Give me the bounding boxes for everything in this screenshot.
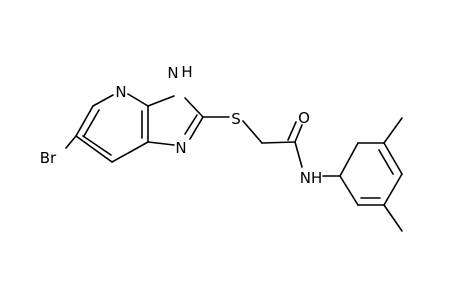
bond bbox=[92, 94, 114, 107]
bond bbox=[383, 204, 403, 232]
bond bbox=[82, 135, 112, 156]
bond bbox=[287, 121, 297, 141]
bond bbox=[127, 93, 149, 107]
bond bbox=[147, 141, 175, 146]
atom-label-nh-amide: NH bbox=[300, 169, 323, 187]
bond bbox=[294, 124, 303, 143]
atom-label-s: S bbox=[231, 110, 241, 128]
bond bbox=[339, 175, 359, 206]
bond bbox=[339, 142, 359, 177]
atom-label-o: O bbox=[298, 109, 310, 127]
atom-label-nh-ring-n: N bbox=[167, 64, 178, 82]
bond bbox=[184, 114, 198, 135]
bond bbox=[147, 95, 175, 107]
bond bbox=[111, 141, 149, 163]
bond bbox=[242, 120, 263, 144]
atom-label-nh-ring-h: H bbox=[181, 63, 192, 81]
bond bbox=[383, 173, 403, 206]
bond bbox=[189, 116, 204, 140]
atom-label-n-pyridine: N bbox=[115, 83, 126, 101]
bond bbox=[65, 135, 77, 149]
bond bbox=[383, 117, 403, 144]
bond bbox=[383, 142, 403, 175]
atom-label-br: Br bbox=[40, 149, 57, 167]
bond bbox=[75, 105, 94, 137]
bond bbox=[83, 109, 100, 137]
bond bbox=[184, 97, 204, 118]
bond bbox=[75, 135, 113, 163]
bond bbox=[294, 141, 303, 168]
bond bbox=[261, 141, 296, 144]
atom-label-n-imidazole: N bbox=[175, 139, 186, 157]
bond bbox=[378, 149, 394, 175]
